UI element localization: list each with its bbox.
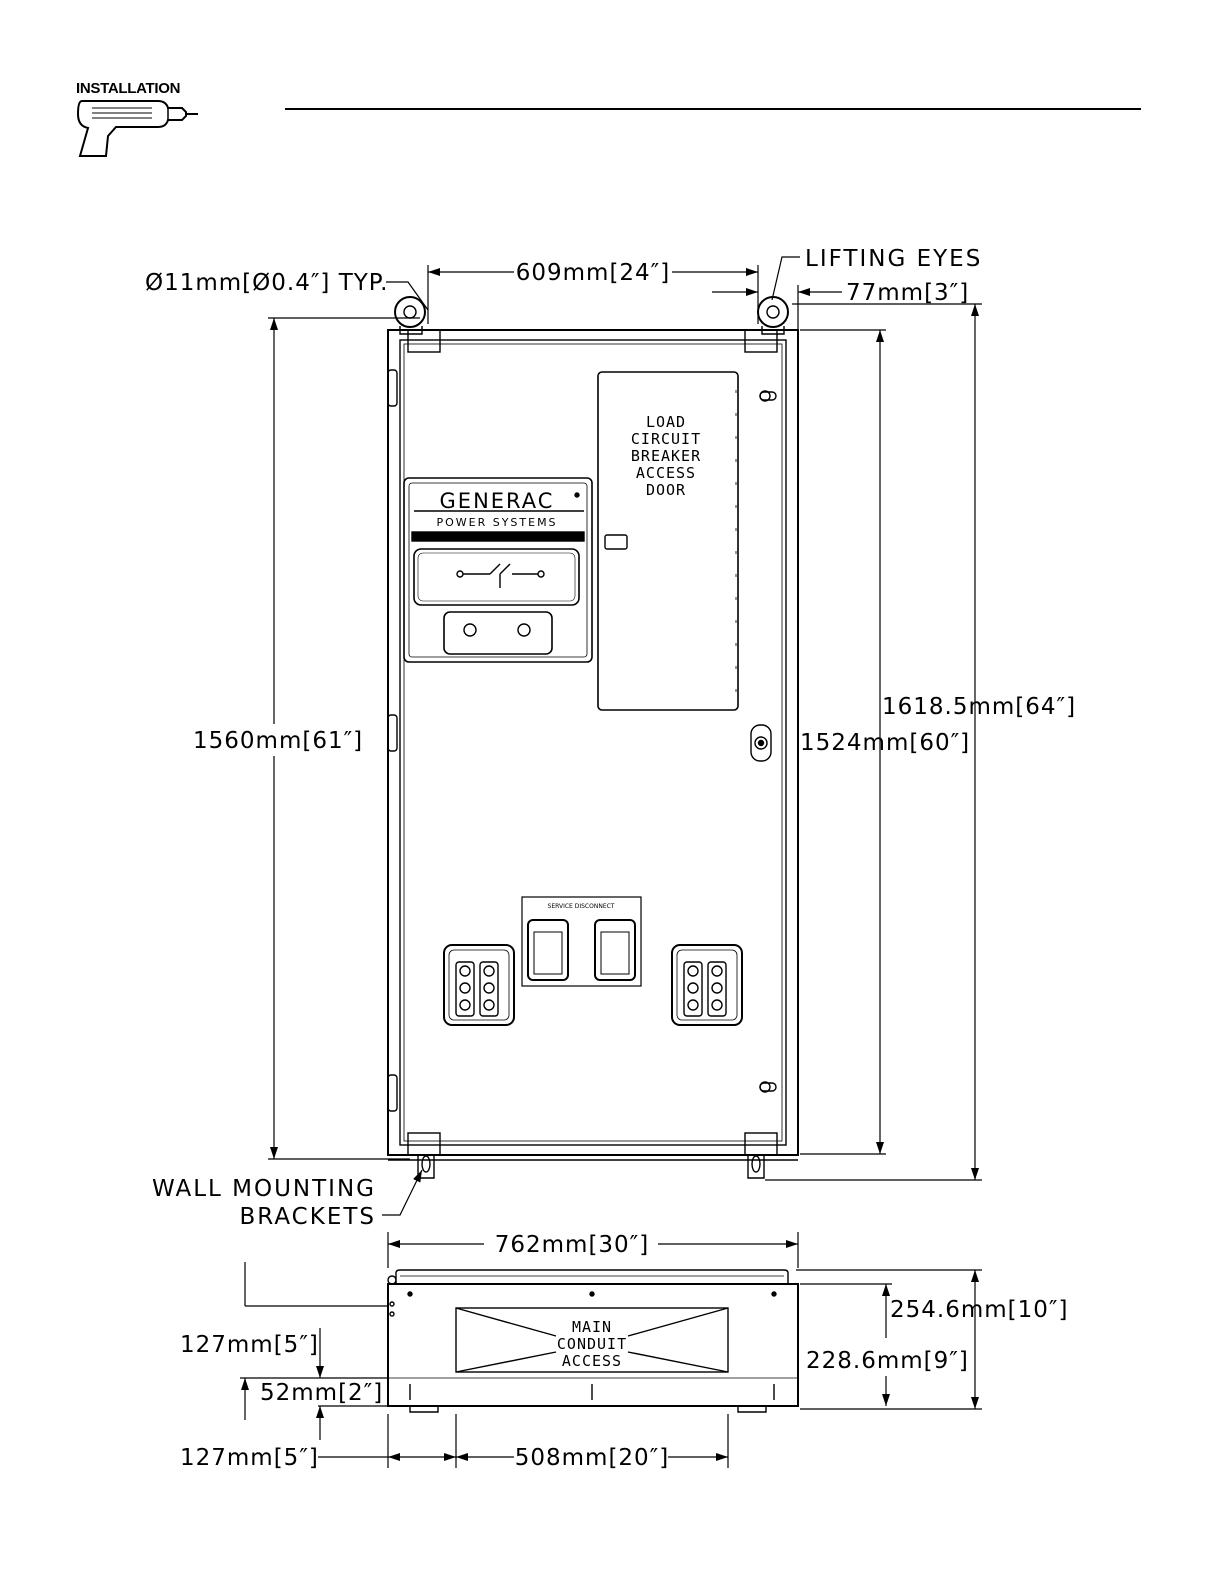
door-label-line: DOOR — [646, 481, 686, 499]
width-label: 762mm[30″] — [495, 1232, 650, 1258]
door-label-line: LOAD — [646, 413, 686, 431]
fuse-block-generator — [444, 945, 514, 1025]
door-label-line: CIRCUIT — [631, 430, 701, 448]
door-label: LOAD CIRCUIT BREAKER ACCESS DOOR — [631, 413, 701, 499]
overall-height-label: 1618.5mm[64″] — [882, 694, 1076, 720]
enclosure-front — [388, 330, 798, 1160]
eye-spacing-label: 609mm[24″] — [516, 260, 671, 286]
door-hinges — [388, 370, 397, 1111]
service-disconnect-label: SERVICE DISCONNECT — [548, 903, 615, 910]
wall-mounting-label-1: WALL MOUNTING — [152, 1176, 376, 1202]
conduit-label-line: MAIN — [572, 1318, 612, 1336]
depth-overall-label: 254.6mm[10″] — [890, 1297, 1068, 1323]
left-top-offset-label: 127mm[5″] — [180, 1332, 319, 1358]
conduit-label-line: ACCESS — [562, 1352, 622, 1370]
body-height-label: 1524mm[60″] — [800, 730, 970, 756]
top-brackets — [408, 330, 777, 352]
eye-offset-label: 77mm[3″] — [846, 280, 969, 306]
left-bottom-offset-label: 127mm[5″] — [180, 1445, 319, 1471]
fuse-block-utility — [672, 945, 742, 1025]
conduit-label-line: CONDUIT — [557, 1335, 627, 1353]
service-disconnect-panel — [522, 897, 641, 986]
brand-sub-label: POWER SYSTEMS — [436, 516, 557, 529]
hole-diameter-label: Ø11mm[Ø0.4″] TYP. — [145, 270, 388, 296]
lifting-eye-right — [758, 297, 788, 334]
lifting-eye-left — [395, 297, 425, 334]
depth-body-label: 228.6mm[9″] — [806, 1348, 969, 1374]
door-latches — [751, 391, 776, 1092]
lifting-eyes-label: LIFTING EYES — [805, 246, 982, 272]
conduit-width-label: 508mm[20″] — [515, 1445, 670, 1471]
door-label-line: ACCESS — [636, 464, 696, 482]
left-small-offset-label: 52mm[2″] — [260, 1380, 383, 1406]
brand-label: GENERAC — [440, 489, 555, 513]
wall-mounting-label-2: BRACKETS — [240, 1204, 376, 1230]
door-label-line: BREAKER — [631, 447, 701, 465]
bracket-height-label: 1560mm[61″] — [193, 728, 363, 754]
conduit-label: MAIN CONDUIT ACCESS — [557, 1318, 627, 1370]
